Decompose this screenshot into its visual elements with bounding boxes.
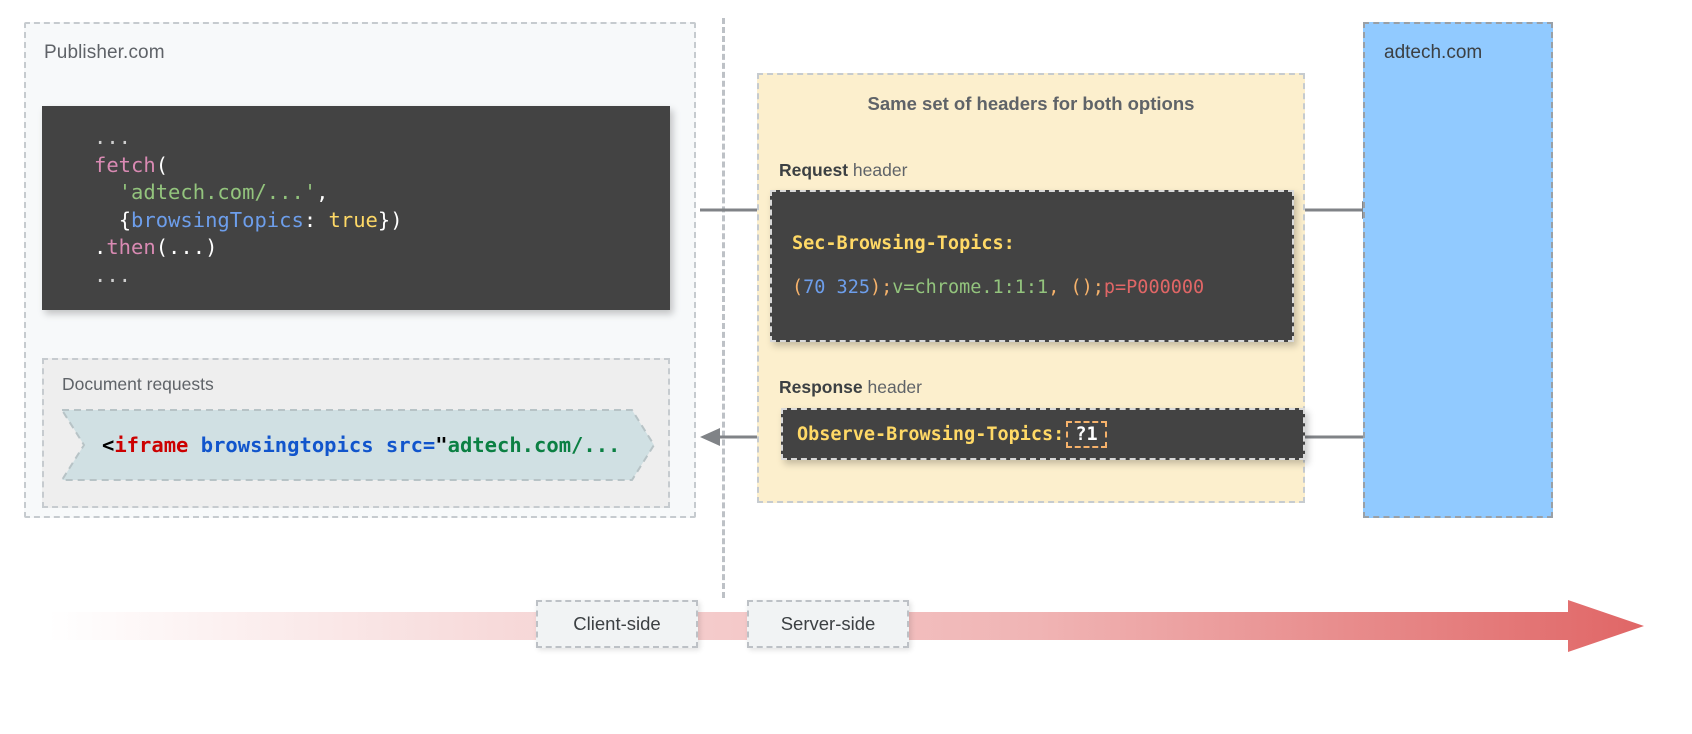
server-side-chip: Server-side (747, 600, 909, 648)
fetch-line-6: ... (94, 262, 132, 287)
topics-version: v=chrome.1:1:1 (892, 277, 1049, 298)
iframe-space-1 (188, 433, 200, 457)
iframe-chevron-shape (60, 408, 656, 482)
topics-close-paren: ) (869, 277, 882, 298)
topics-empty-group: () (1070, 277, 1093, 298)
response-header-caption-rest: header (862, 377, 923, 397)
response-header-code-block: Observe-Browsing-Topics:?1 (781, 408, 1305, 460)
fetch-options-open: { (118, 207, 132, 232)
then-keyword: then (106, 235, 156, 259)
iframe-code-snippet: <iframe browsingtopics src="adtech.com/.… (60, 408, 656, 482)
request-header-caption-rest: header (848, 160, 908, 180)
fetch-options-close: }) (377, 207, 403, 232)
observe-browsing-topics-value: ?1 (1066, 420, 1107, 448)
topics-semicolon-2: ; (1092, 277, 1104, 298)
client-side-chip: Client-side (536, 600, 698, 648)
topics-open-paren: ( (792, 277, 804, 298)
fetch-keyword: fetch (94, 152, 156, 177)
observe-browsing-topics-name: Observe-Browsing-Topics: (797, 423, 1065, 445)
iframe-space-2 (374, 433, 386, 457)
iframe-lt: < (102, 433, 115, 457)
fetch-line-1: ... (94, 125, 132, 149)
request-arrow-inbound (700, 208, 764, 212)
client-side-label: Client-side (573, 613, 661, 634)
topics-semicolon-1: ; (881, 277, 893, 298)
fetch-colon: : (303, 207, 329, 232)
then-args: (...) (155, 235, 218, 259)
iframe-src-url: adtech.com/... (447, 433, 621, 457)
browsing-topics-key: browsingTopics (131, 207, 304, 232)
adtech-panel-label: adtech.com (1384, 42, 1483, 63)
iframe-tag-name: iframe (114, 433, 189, 457)
headers-panel-title: Same set of headers for both options (867, 93, 1195, 114)
publisher-panel-label: Publisher.com (44, 42, 165, 63)
publisher-panel: Publisher.com ... fetch( 'adtech.com/...… (24, 22, 696, 518)
document-requests-label: Document requests (62, 374, 214, 394)
request-header-caption-strong: Request (779, 160, 849, 180)
fetch-code-block: ... fetch( 'adtech.com/...', {browsingTo… (42, 106, 670, 310)
topics-ids: 70 325 (803, 277, 870, 298)
client-server-divider (722, 18, 725, 598)
iframe-src-attr: src= (385, 433, 436, 457)
response-header-caption-strong: Response (779, 377, 863, 397)
response-header-caption: Response header (779, 377, 922, 398)
iframe-browsingtopics-attr: browsingtopics (200, 433, 374, 457)
iframe-quote: " (435, 433, 448, 457)
server-side-label: Server-side (780, 613, 876, 634)
browsing-topics-value: true (328, 207, 378, 232)
topics-comma: , (1048, 277, 1071, 298)
fetch-open-paren: ( (155, 152, 169, 177)
fetch-url-string: 'adtech.com/...' (118, 180, 317, 204)
fetch-comma: , (316, 180, 329, 204)
request-header-code-block: Sec-Browsing-Topics: (70 325);v=chrome.1… (770, 190, 1294, 342)
adtech-panel: adtech.com (1363, 22, 1553, 518)
sec-browsing-topics-name: Sec-Browsing-Topics: (792, 233, 1015, 254)
headers-panel: Same set of headers for both options Req… (757, 73, 1305, 503)
document-requests-panel: Document requests <iframe browsingtopics… (42, 358, 670, 508)
topics-padding: p=P000000 (1103, 277, 1205, 298)
then-dot: . (94, 235, 107, 259)
request-header-caption: Request header (779, 160, 907, 181)
